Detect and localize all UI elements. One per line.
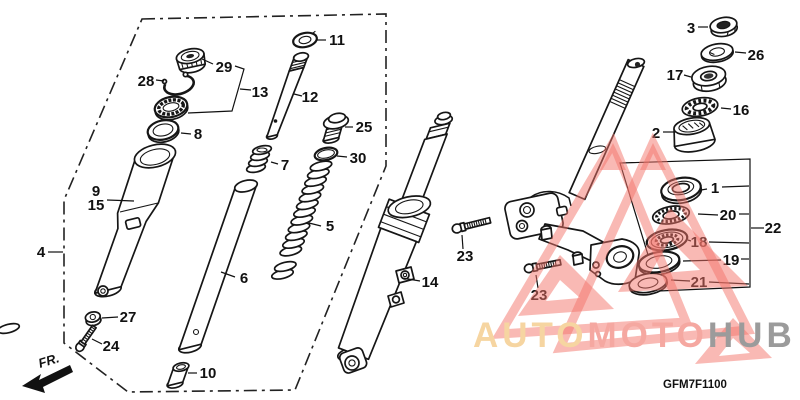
part-27-nut bbox=[84, 311, 102, 327]
leader-line-12 bbox=[293, 93, 303, 97]
part-24-bolt bbox=[74, 324, 97, 353]
leader-line-29 bbox=[201, 58, 214, 65]
part-label-20: 20 bbox=[720, 207, 737, 224]
part-26-washer bbox=[700, 42, 735, 64]
part-29-fork-tube-cap bbox=[175, 47, 207, 74]
part-14-fork-assembly bbox=[336, 111, 454, 374]
part-label-9: 9 bbox=[92, 183, 100, 200]
part-label-15: 15 bbox=[88, 197, 105, 214]
leader-line-1 bbox=[700, 188, 708, 191]
part-label-12: 12 bbox=[302, 89, 319, 106]
part-label-23a: 23 bbox=[457, 248, 474, 265]
part-16-upper-bearing bbox=[681, 96, 719, 118]
part-label-3: 3 bbox=[687, 20, 695, 37]
leader-line-14 bbox=[401, 277, 421, 282]
part-2-dust-seal-cup bbox=[673, 116, 716, 153]
part-25-fork-bolt bbox=[322, 112, 350, 144]
part-3-stem-cap-nut bbox=[709, 16, 739, 38]
part-23-bolt-a bbox=[451, 216, 492, 234]
part-label-19: 19 bbox=[723, 252, 740, 269]
watermark-solid-a-right bbox=[695, 318, 772, 364]
part-label-26: 26 bbox=[748, 47, 765, 64]
part-label-29: 29 bbox=[216, 59, 233, 76]
leader-line-16 bbox=[720, 107, 732, 110]
part-17-lock-nut bbox=[690, 65, 727, 93]
watermark-text-hub: HUB bbox=[708, 316, 796, 355]
watermark-peak-left bbox=[600, 143, 626, 170]
leader-line-6 bbox=[220, 271, 236, 278]
part-label-27: 27 bbox=[120, 309, 137, 326]
part-13-oil-seal bbox=[153, 95, 189, 121]
front-arrow-icon bbox=[22, 365, 73, 393]
leader-line-28 bbox=[155, 79, 165, 82]
part-label-8: 8 bbox=[194, 126, 202, 143]
leader-line-1 bbox=[721, 185, 750, 188]
part-12-damper-rod bbox=[265, 51, 310, 140]
part-9-15-fork-bottom-case bbox=[93, 143, 177, 298]
part-11-stopper-ring bbox=[292, 30, 318, 49]
leader-line-23a bbox=[461, 234, 464, 250]
leader-line-26 bbox=[734, 51, 747, 54]
leader-line-5 bbox=[308, 222, 322, 227]
part-label-14: 14 bbox=[422, 274, 439, 291]
leader-line-18 bbox=[708, 241, 750, 244]
watermark-text-auto: AUTO bbox=[473, 316, 588, 355]
watermark-triangle-outline-b bbox=[552, 132, 756, 354]
leader-line-20 bbox=[697, 213, 719, 216]
watermark-text: AUTOMOTOHUB bbox=[473, 316, 796, 355]
part-label-4: 4 bbox=[37, 244, 46, 261]
part-label-17: 17 bbox=[667, 67, 684, 84]
front-direction-indicator: FR. bbox=[22, 350, 73, 393]
leader-line-27 bbox=[101, 316, 119, 319]
part-label-30: 30 bbox=[350, 150, 367, 167]
part-label-16: 16 bbox=[733, 102, 750, 119]
group-boundary-outline bbox=[63, 13, 387, 393]
part-5-fork-spring bbox=[0, 160, 333, 335]
part-28-snap-ring bbox=[161, 71, 195, 96]
part-label-13: 13 bbox=[252, 84, 269, 101]
leader-line-15 bbox=[106, 199, 135, 202]
part-7-spring-seat bbox=[245, 144, 273, 174]
part-label-6: 6 bbox=[240, 270, 248, 287]
part-10-bushing bbox=[166, 361, 190, 389]
part-label-25: 25 bbox=[356, 119, 373, 136]
watermark-solid-a-left bbox=[518, 255, 614, 316]
part-label-28: 28 bbox=[138, 73, 155, 90]
part-6-fork-inner-tube bbox=[177, 179, 259, 354]
callout-layer: 3261716212018192122292813891542724106573… bbox=[37, 20, 782, 382]
part-label-10: 10 bbox=[200, 365, 217, 382]
watermark-triangle-outline-a bbox=[491, 132, 693, 340]
watermark-text-moto: MOTO bbox=[588, 316, 708, 355]
part-label-5: 5 bbox=[326, 218, 334, 235]
part-8-backup-ring bbox=[146, 119, 180, 144]
part-label-1: 1 bbox=[711, 180, 719, 197]
leader-line-30 bbox=[336, 155, 348, 158]
watermark-logo: AUTOMOTOHUB bbox=[473, 132, 796, 364]
leader-line-17 bbox=[683, 74, 692, 78]
part-label-2: 2 bbox=[652, 125, 660, 142]
leader-line-24 bbox=[91, 338, 103, 345]
part-label-22: 22 bbox=[765, 220, 782, 237]
part-label-11: 11 bbox=[329, 32, 345, 49]
part-30-o-ring bbox=[313, 146, 339, 162]
leader-line-8 bbox=[180, 132, 192, 135]
leader-line-7 bbox=[270, 161, 279, 165]
front-direction-label: FR. bbox=[36, 350, 60, 370]
diagram-code: GFM7F1100 bbox=[663, 379, 727, 391]
watermark-peak-right bbox=[640, 143, 666, 170]
leader-line-13 bbox=[239, 88, 252, 91]
bracket-13 bbox=[187, 65, 245, 114]
part-label-7: 7 bbox=[281, 157, 289, 174]
watermark-solid-a-mid bbox=[618, 208, 748, 292]
part-label-24: 24 bbox=[103, 338, 120, 355]
